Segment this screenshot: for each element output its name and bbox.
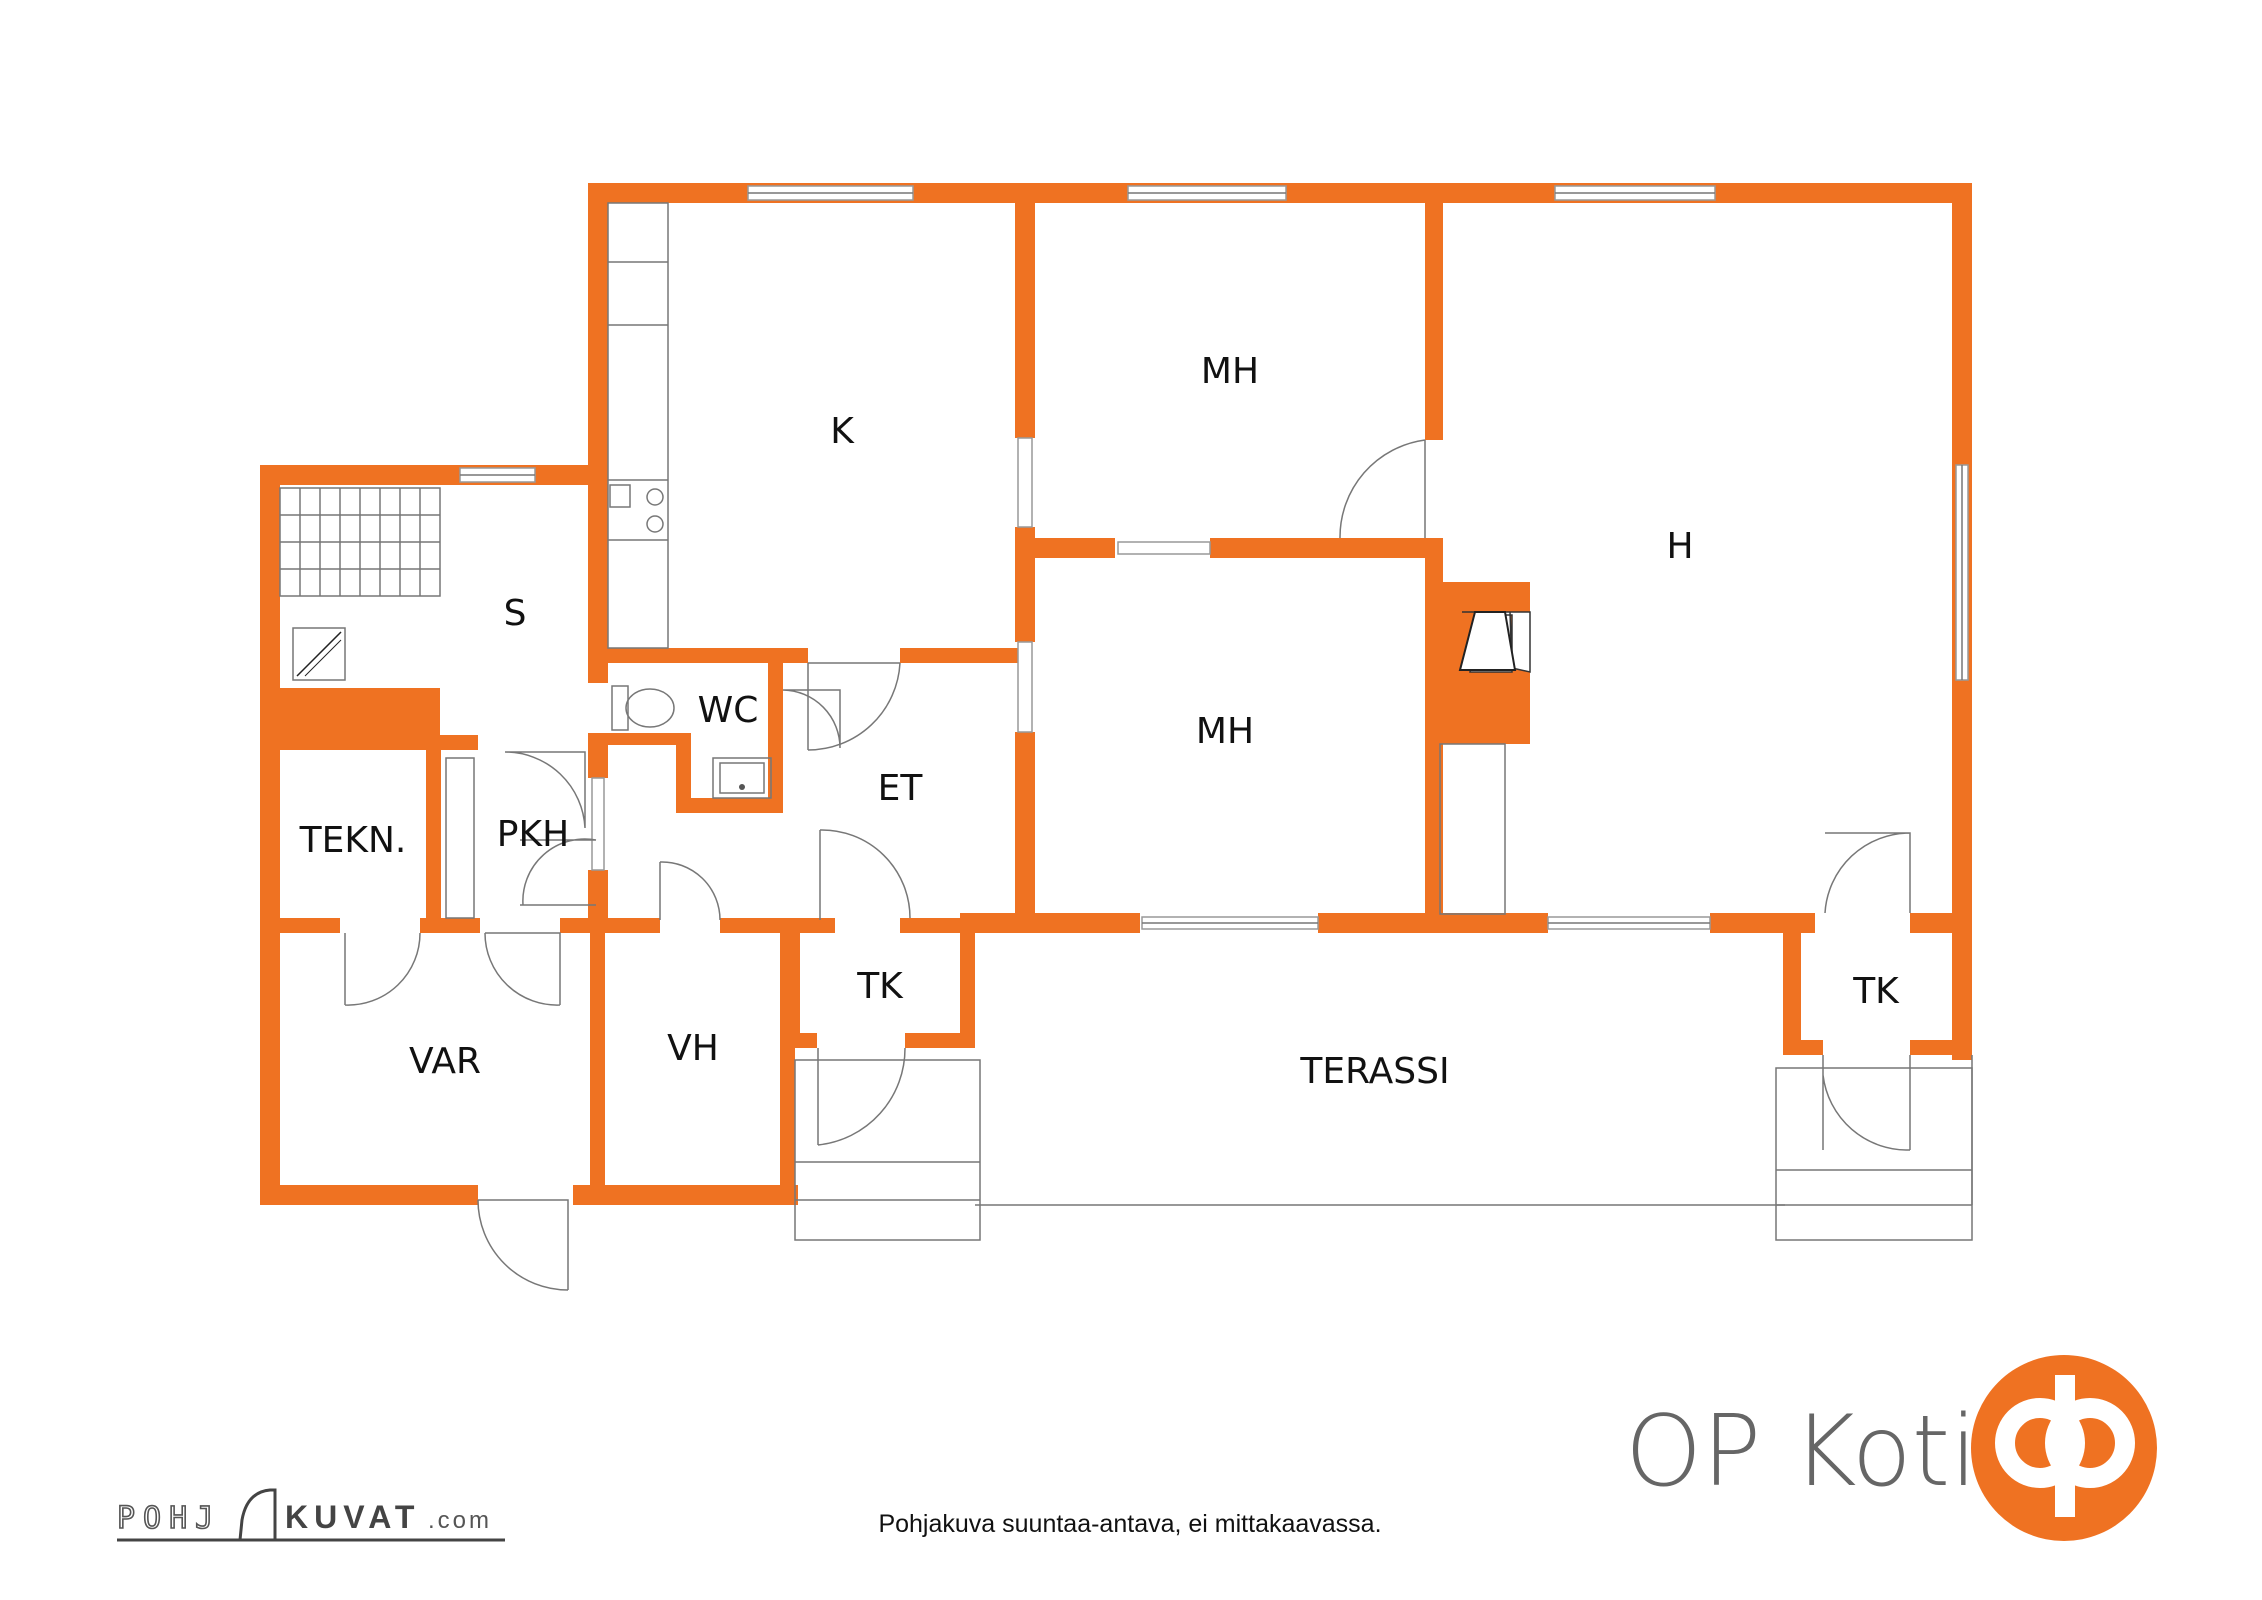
brand-name: OP Koti (1625, 1395, 1977, 1509)
room-label-var: VAR (409, 1041, 481, 1082)
room-label-pkh: PKH (497, 814, 569, 855)
watermark-house-icon (238, 1488, 277, 1541)
op-koti-brand: OP Koti (1625, 1355, 2157, 1541)
fixtures (279, 202, 1973, 1241)
room-label-k: K (830, 411, 855, 452)
room-label-mh-top: MH (1201, 351, 1259, 392)
room-label-et: ET (878, 768, 924, 809)
room-label-tekn: TEKN. (299, 820, 407, 861)
room-label-h: H (1666, 526, 1693, 567)
room-label-vh: VH (667, 1028, 719, 1069)
room-label-tk-left: TK (856, 966, 904, 1007)
room-label-terassi: TERASSI (1299, 1051, 1449, 1092)
room-label-tk-right: TK (1852, 971, 1900, 1012)
watermark-part-com: .com (428, 1507, 492, 1534)
windows (459, 185, 1969, 930)
room-label-wc: WC (698, 690, 759, 731)
pohjakuvat-watermark: POHJ KUVAT .com (116, 1488, 505, 1542)
disclaimer-text: Pohjakuva suuntaa-antava, ei mittakaavas… (878, 1510, 1381, 1538)
doors (344, 439, 1911, 1291)
room-label-s: S (504, 593, 527, 634)
watermark-part-pohj: POHJ (117, 1501, 221, 1536)
room-label-mh-middle: MH (1196, 711, 1254, 752)
walls (260, 183, 1972, 1205)
op-logo-icon (1971, 1355, 2157, 1541)
watermark-part-kuvat: KUVAT (285, 1499, 420, 1535)
